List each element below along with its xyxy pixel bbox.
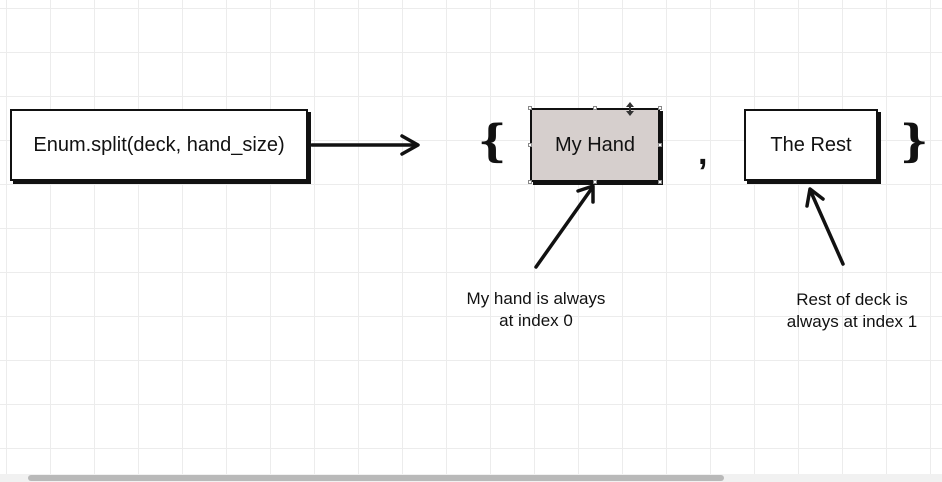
hand-pointer-arrow (534, 184, 595, 269)
selection-handle[interactable] (658, 143, 662, 147)
selection-handle[interactable] (658, 106, 662, 110)
selection-handle[interactable] (658, 180, 662, 184)
the-rest-box[interactable]: The Rest (744, 109, 878, 181)
rest-pointer-arrow (805, 187, 845, 266)
selection-handle[interactable] (528, 106, 532, 110)
tuple-separator: , (698, 134, 708, 172)
enum-split-box[interactable]: Enum.split(deck, hand_size) (10, 109, 308, 181)
note-rest-index: Rest of deck is always at index 1 (786, 290, 918, 331)
scrollbar-thumb[interactable] (28, 475, 724, 481)
selection-handle[interactable] (528, 143, 532, 147)
close-brace: } (900, 116, 929, 167)
selection-handle[interactable] (528, 180, 532, 184)
selection-handle[interactable] (593, 180, 597, 184)
open-brace: { (478, 116, 507, 167)
split-arrow (310, 134, 420, 156)
note-hand-index: My hand is always at index 0 (466, 289, 606, 330)
the-rest-label: The Rest (770, 133, 852, 156)
selection-handle[interactable] (593, 106, 597, 110)
horizontal-scrollbar[interactable] (0, 474, 942, 482)
my-hand-box[interactable]: My Hand (530, 108, 660, 182)
enum-split-label: Enum.split(deck, hand_size) (33, 133, 285, 156)
my-hand-label: My Hand (554, 133, 636, 156)
